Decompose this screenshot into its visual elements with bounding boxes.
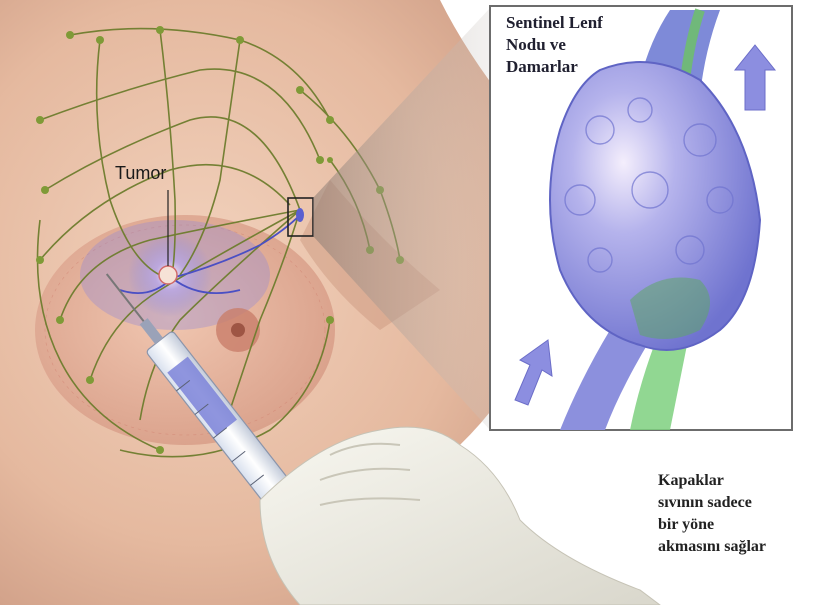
caption-line: sıvının sadece [658,492,830,514]
caption-line: bir yöne [658,514,830,536]
caption-line: akmasını sağlar [658,536,830,558]
nipple [231,323,245,337]
caption-line: Kapaklar [658,470,830,492]
tumor-label: Tumor [115,163,166,184]
gloved-hand [260,427,660,605]
sentinel-node-small [296,208,304,222]
inset-title: Sentinel Lenf Nodu ve Damarlar [506,12,656,78]
valve-caption: Kapaklar sıvının sadece bir yöne akmasın… [658,470,830,558]
